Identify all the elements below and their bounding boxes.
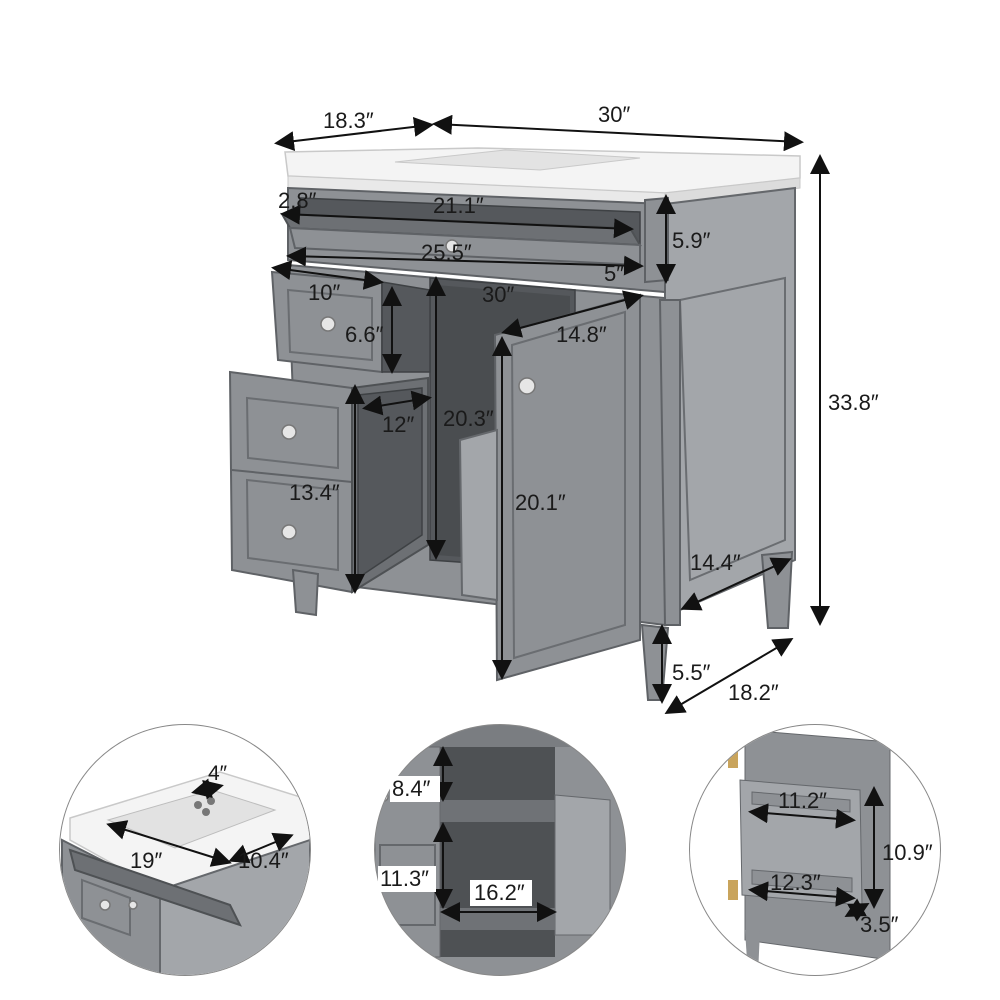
upper-drawer-panel (286, 288, 373, 362)
label-rack-height: 10.9″ (882, 840, 933, 865)
upper-drawer-knob (320, 316, 336, 332)
detail-drawer-panel (81, 878, 131, 937)
arrow-width-top (432, 114, 804, 152)
label-rack-bottom-width: 12.3″ (770, 870, 821, 895)
label-lower-drawer-height: 13.4″ (289, 480, 340, 505)
detail-arrow-hole-spacing (191, 778, 224, 800)
label-small-drawer-height: 6.6″ (345, 322, 384, 347)
label-sink-width: 19″ (130, 848, 162, 873)
detail-hinge-top (728, 748, 738, 768)
right-back-leg (760, 550, 794, 629)
detail-arrow-rack-bottom-width (748, 881, 856, 907)
label-drawer-inner-width: 25.5″ (421, 240, 472, 265)
label-width-top: 30″ (598, 102, 630, 127)
label-base-depth: 18.2″ (728, 680, 779, 705)
label-rack-top-width: 11.2″ (778, 788, 827, 813)
label-drawer-width: 21.1″ (433, 193, 484, 218)
detail-shelf-board (440, 800, 555, 822)
detail-hinge-bottom (728, 880, 738, 900)
arrow-drawer-inner (286, 246, 644, 276)
top-band-side-post (644, 196, 669, 284)
label-top-height: 5.9″ (672, 228, 711, 253)
arrow-depth-top (274, 116, 434, 152)
arrow-base-depth (664, 637, 794, 715)
label-drawer-gap: 5″ (604, 261, 624, 286)
front-post (658, 299, 681, 626)
side-panel (678, 276, 786, 582)
label-sink-depth: 10.4″ (238, 848, 289, 873)
right-front-leg (640, 623, 670, 701)
main-vanity: 18.3″ 30″ 2.8″ 21.1″ 25.5″ 5.9″ 5″ 10″ 3… (228, 102, 879, 715)
detail-door-rack (554, 794, 611, 936)
label-inner-height: 20.3″ (443, 406, 494, 431)
label-depth-top: 18.3″ (323, 108, 374, 133)
label-drawer-depth: 12″ (382, 412, 414, 437)
label-drawer-offset: 2.8″ (278, 188, 317, 213)
detail-arrow-sink-width (106, 820, 232, 867)
left-front-leg (291, 568, 320, 617)
label-door-height: 20.1″ (515, 490, 566, 515)
lower-drawer-knob-top (281, 424, 297, 440)
label-door-width: 14.8″ (556, 322, 607, 347)
label-rack-depth: 3.5″ (860, 912, 899, 937)
label-shelf-width: 16.2″ (474, 880, 525, 905)
detail-tray (68, 848, 242, 927)
label-cabinet-inner-width: 30″ (482, 282, 514, 307)
detail-leg (745, 930, 760, 975)
detail-shelf: 8.4″ 11.3″ 16.2″ (374, 724, 626, 976)
arrow-drawer-width (280, 204, 634, 239)
label-total-height: 33.8″ (828, 390, 879, 415)
label-sink-hole-spacing: 4″ (208, 762, 228, 785)
detail-arrow-sink-depth (228, 832, 294, 864)
upper-drawer-box (381, 281, 431, 373)
door-rack (458, 428, 498, 602)
door-knob (518, 377, 536, 395)
detail-door-rack: 11.2″ 10.9″ 12.3″ 3.5″ (689, 724, 941, 976)
label-leg-height: 5.5″ (672, 660, 711, 685)
arrow-small-drawer-width (271, 260, 384, 290)
label-side-depth: 14.4″ (690, 550, 741, 575)
lower-drawer-knob-bottom (281, 524, 297, 540)
label-shelf-height: 8.4″ (392, 776, 431, 801)
cabinet-door (493, 293, 641, 682)
label-small-drawer-width: 10″ (308, 280, 340, 305)
detail-arrow-rack-depth (844, 898, 870, 922)
sink-basin (394, 149, 641, 171)
lower-drawer-divider (231, 469, 353, 483)
lower-drawer-panel-bottom (245, 478, 339, 572)
arrow-door-width (501, 290, 644, 338)
detail-arrow-rack-top-width (748, 803, 856, 829)
arrow-side-depth (680, 557, 792, 611)
detail-sink: 4″ 19″ 10.4″ (59, 724, 311, 976)
arrow-drawer-depth (362, 390, 432, 416)
lower-drawer-panel-top (245, 396, 339, 470)
label-shelf-lower-height: 11.3″ (380, 866, 429, 891)
